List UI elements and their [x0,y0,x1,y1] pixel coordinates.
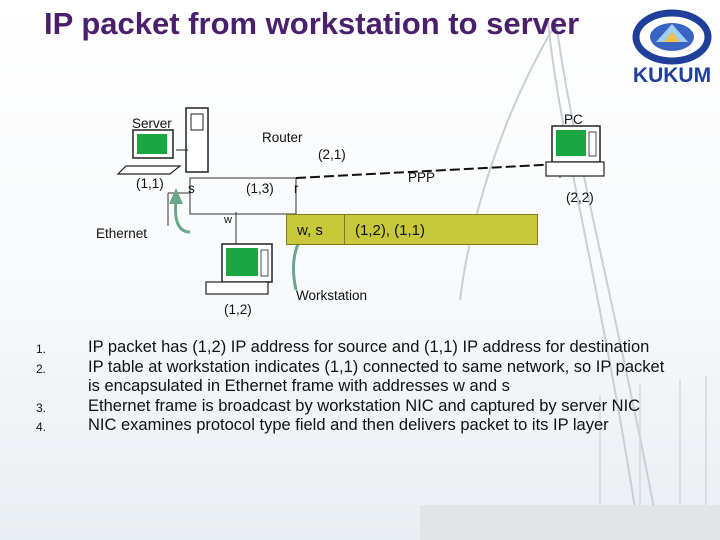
ppp-label: PPP [408,170,436,185]
slide-title: IP packet from workstation to server [44,6,580,41]
arrow-from-workstation [291,239,302,291]
frame-separator [344,215,345,244]
server-computer-icon [116,107,209,175]
step-item: 4. NIC examines protocol type field and t… [36,416,676,436]
step-number: 1. [36,342,47,356]
step-text: IP packet has (1,2) IP address for sourc… [88,338,650,356]
step-text: IP table at workstation indicates (1,1) … [88,357,665,396]
step-item: 1. IP packet has (1,2) IP address for sou… [36,338,676,358]
steps-list: 1. IP packet has (1,2) IP address for sou… [36,338,676,436]
router-box [189,177,297,215]
pc-label: PC [564,112,583,127]
kukum-logo-icon [632,9,712,65]
pc-address: (2,2) [566,190,594,205]
server-address: (1,1) [136,176,164,191]
ethernet-label: Ethernet [96,226,148,241]
router-label: Router [262,130,303,145]
step-number: 3. [36,400,47,415]
step-text: NIC examines protocol type field and the… [88,416,609,434]
step-item: 3. Ethernet frame is broadcast by worksta… [36,397,676,417]
network-diagram [116,107,605,295]
server-label: Server [132,116,172,131]
router-ppp-address: (2,1) [318,147,346,162]
router-port-r: r [294,181,299,196]
router-port-s: s [188,181,195,196]
router-ethernet-address: (1,3) [246,181,274,196]
kukum-logo: KUKUM [628,4,716,96]
frame-payload: (1,2), (1,1) [355,222,426,239]
arrow-to-server [174,199,191,234]
step-item: 2. IP table at workstation indicates (1,1… [36,358,676,397]
frame-header: w, s [297,222,323,239]
ethernet-frame: w, s (1,2), (1,1) [286,214,538,245]
workstation-label: Workstation [296,288,368,303]
ppp-link-line [295,163,561,179]
workstation-address: (1,2) [224,302,252,317]
step-number: 2. [36,361,47,376]
workstation-computer-icon [205,243,273,295]
workstation-port-w: w [224,214,232,226]
step-number: 4. [36,420,47,434]
logo-text: KUKUM [632,64,712,87]
arrow-to-server-head [169,188,183,204]
step-text: Ethernet frame is broadcast by workstati… [88,396,641,415]
pc-computer-icon [545,125,605,177]
